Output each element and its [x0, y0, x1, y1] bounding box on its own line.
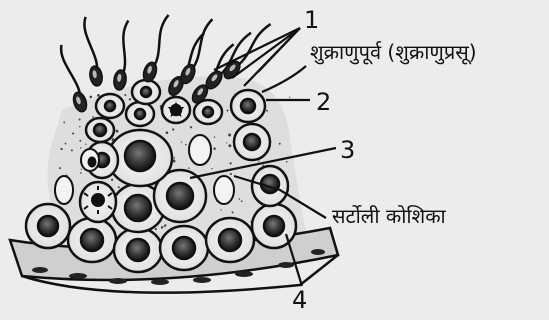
spermatogonium-cell	[160, 226, 208, 270]
spermatid-cell	[132, 80, 160, 104]
stipple-dot	[190, 126, 192, 128]
stipple-dot	[258, 161, 259, 162]
stipple-dot	[230, 173, 232, 175]
stipple-dot	[129, 98, 131, 100]
stipple-dot	[181, 142, 182, 143]
label-4: 4	[292, 288, 307, 312]
stipple-dot	[279, 143, 281, 145]
leader-1b	[232, 28, 300, 78]
stipple-dot	[211, 168, 212, 169]
leader-1d	[258, 28, 300, 72]
spermatid-cell	[86, 118, 114, 142]
stipple-dot	[289, 96, 290, 97]
stipple-dot	[239, 198, 241, 200]
spermatozoon	[84, 17, 103, 87]
spermatid-cell	[194, 100, 222, 124]
spermatogonium-cell	[68, 218, 116, 262]
stipple-dot	[173, 157, 175, 159]
stipple-dot	[155, 228, 157, 230]
stipple-dot	[92, 116, 94, 118]
spermatid-cell	[126, 102, 154, 126]
stipple-dot	[230, 162, 232, 164]
label-2: 2	[316, 90, 331, 114]
stipple-dot	[228, 144, 231, 147]
stipple-dot	[65, 143, 67, 145]
spermatid-cell	[231, 90, 265, 122]
stipple-dot	[97, 94, 100, 97]
stipple-dot	[81, 169, 82, 170]
stipple-dot	[214, 136, 216, 138]
stipple-dot	[111, 179, 113, 181]
stipple-dot	[185, 144, 186, 145]
stipple-dot	[79, 126, 80, 127]
spermatozoon	[178, 19, 212, 85]
stipple-dot	[228, 134, 231, 137]
leader-spermatogonium-text	[262, 66, 306, 92]
stipple-dot	[80, 147, 81, 148]
stipple-dot	[72, 132, 74, 134]
stipple-dot	[80, 172, 82, 174]
stipple-dot	[116, 130, 119, 133]
stipple-dot	[188, 167, 190, 169]
stipple-dot	[79, 118, 81, 120]
stipple-dot	[79, 140, 81, 142]
spermatozoon	[141, 15, 168, 83]
stipple-dot	[241, 200, 243, 202]
stipple-dot	[60, 148, 62, 150]
stipple-dot	[90, 96, 93, 99]
stipple-dot	[226, 142, 227, 143]
stipple-dot	[213, 147, 216, 150]
spermatozoon	[221, 24, 271, 81]
stipple-dot	[221, 209, 222, 210]
stipple-dot	[124, 94, 126, 96]
spermatozoon	[61, 45, 89, 113]
stipple-dot	[165, 224, 166, 225]
spermatogonium-cell	[206, 218, 254, 262]
stipple-dot	[173, 160, 175, 162]
spermatogonium-cell	[26, 204, 70, 248]
stipple-dot	[63, 122, 65, 124]
stipple-dot	[118, 186, 120, 188]
label-spermatogonium: शुक्राणुपूर्व (शुक्राणुप्रसू)	[310, 42, 477, 62]
stipple-dot	[226, 109, 228, 111]
label-1: 1	[304, 8, 319, 32]
spermatogonium-cell	[114, 228, 162, 272]
stipple-dot	[172, 128, 174, 130]
stipple-dot	[59, 167, 61, 169]
stipple-dot	[85, 144, 86, 145]
stipple-dot	[286, 161, 288, 163]
label-3: 3	[340, 138, 355, 162]
stipple-dot	[161, 226, 164, 229]
label-sertoli-cell: सर्टोली कोशिका	[332, 206, 446, 226]
spermatid-cell	[96, 94, 124, 118]
stipple-dot	[266, 110, 268, 112]
spermatozoon	[113, 21, 129, 91]
stipple-dot	[232, 211, 234, 213]
spermatocyte-cell	[234, 124, 270, 160]
stipple-dot	[166, 131, 169, 134]
stipple-dot	[71, 149, 73, 151]
